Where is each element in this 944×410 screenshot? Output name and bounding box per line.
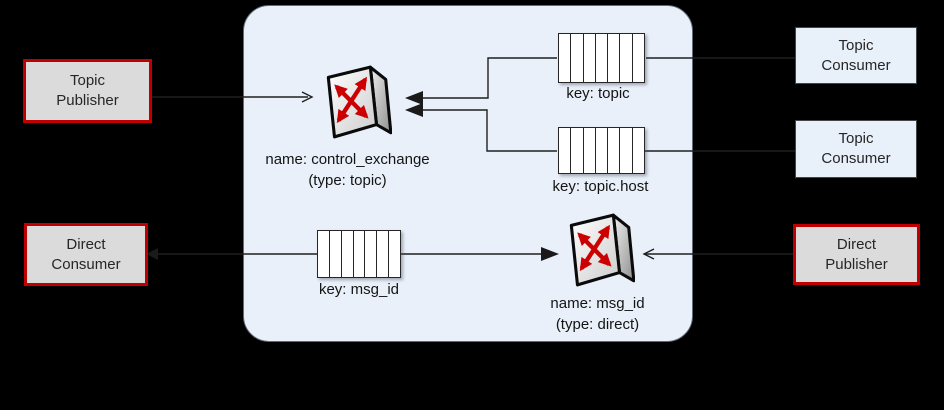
control-exchange-label: name: control_exchange (type: topic) xyxy=(245,149,450,191)
direct-exchange-name-label: name: msg_id xyxy=(550,295,645,312)
control-exchange-type-label: (type: topic) xyxy=(308,172,387,189)
topic-consumer-1-label-line1: Topic xyxy=(838,36,874,54)
topic-consumer-2-label-line2: Consumer xyxy=(821,150,891,167)
queue-icon-msg-id xyxy=(317,230,401,278)
topic-publisher-node: Topic Publisher xyxy=(23,59,152,123)
direct-consumer-label-line1: Direct xyxy=(66,235,106,253)
topic-consumer-node-1: Topic Consumer xyxy=(795,27,917,84)
topic-consumer-1-label-line2: Consumer xyxy=(821,56,891,74)
direct-publisher-node: Direct Publisher xyxy=(793,224,920,285)
queue-icon-topic xyxy=(558,33,645,83)
direct-consumer-node: Direct Consumer xyxy=(24,223,148,286)
queue-icon-topic-host xyxy=(558,127,645,174)
direct-publisher-label-line2: Publisher xyxy=(825,255,888,273)
topic-consumer-node-2: Topic Consumer xyxy=(795,120,917,178)
exchange-switch-icon xyxy=(563,208,636,295)
control-exchange-name-label: name: control_exchange xyxy=(265,151,430,168)
topic-publisher-label-line2: Publisher xyxy=(56,92,119,109)
queue-topic-label: key: topic xyxy=(566,85,630,102)
queue-msg-id-label: key: msg_id xyxy=(318,281,400,298)
direct-publisher-label-line1: Direct xyxy=(836,235,877,253)
direct-consumer-label-line2: Consumer xyxy=(51,255,121,273)
queue-topic-host-label: key: topic.host xyxy=(552,178,649,195)
topic-publisher-label-line1: Topic xyxy=(69,72,106,89)
topic-consumer-2-label-line1: Topic xyxy=(838,130,874,147)
direct-exchange-label: name: msg_id (type: direct) xyxy=(495,293,700,335)
direct-exchange-type-label: (type: direct) xyxy=(555,316,640,333)
exchange-switch-icon xyxy=(320,60,393,147)
